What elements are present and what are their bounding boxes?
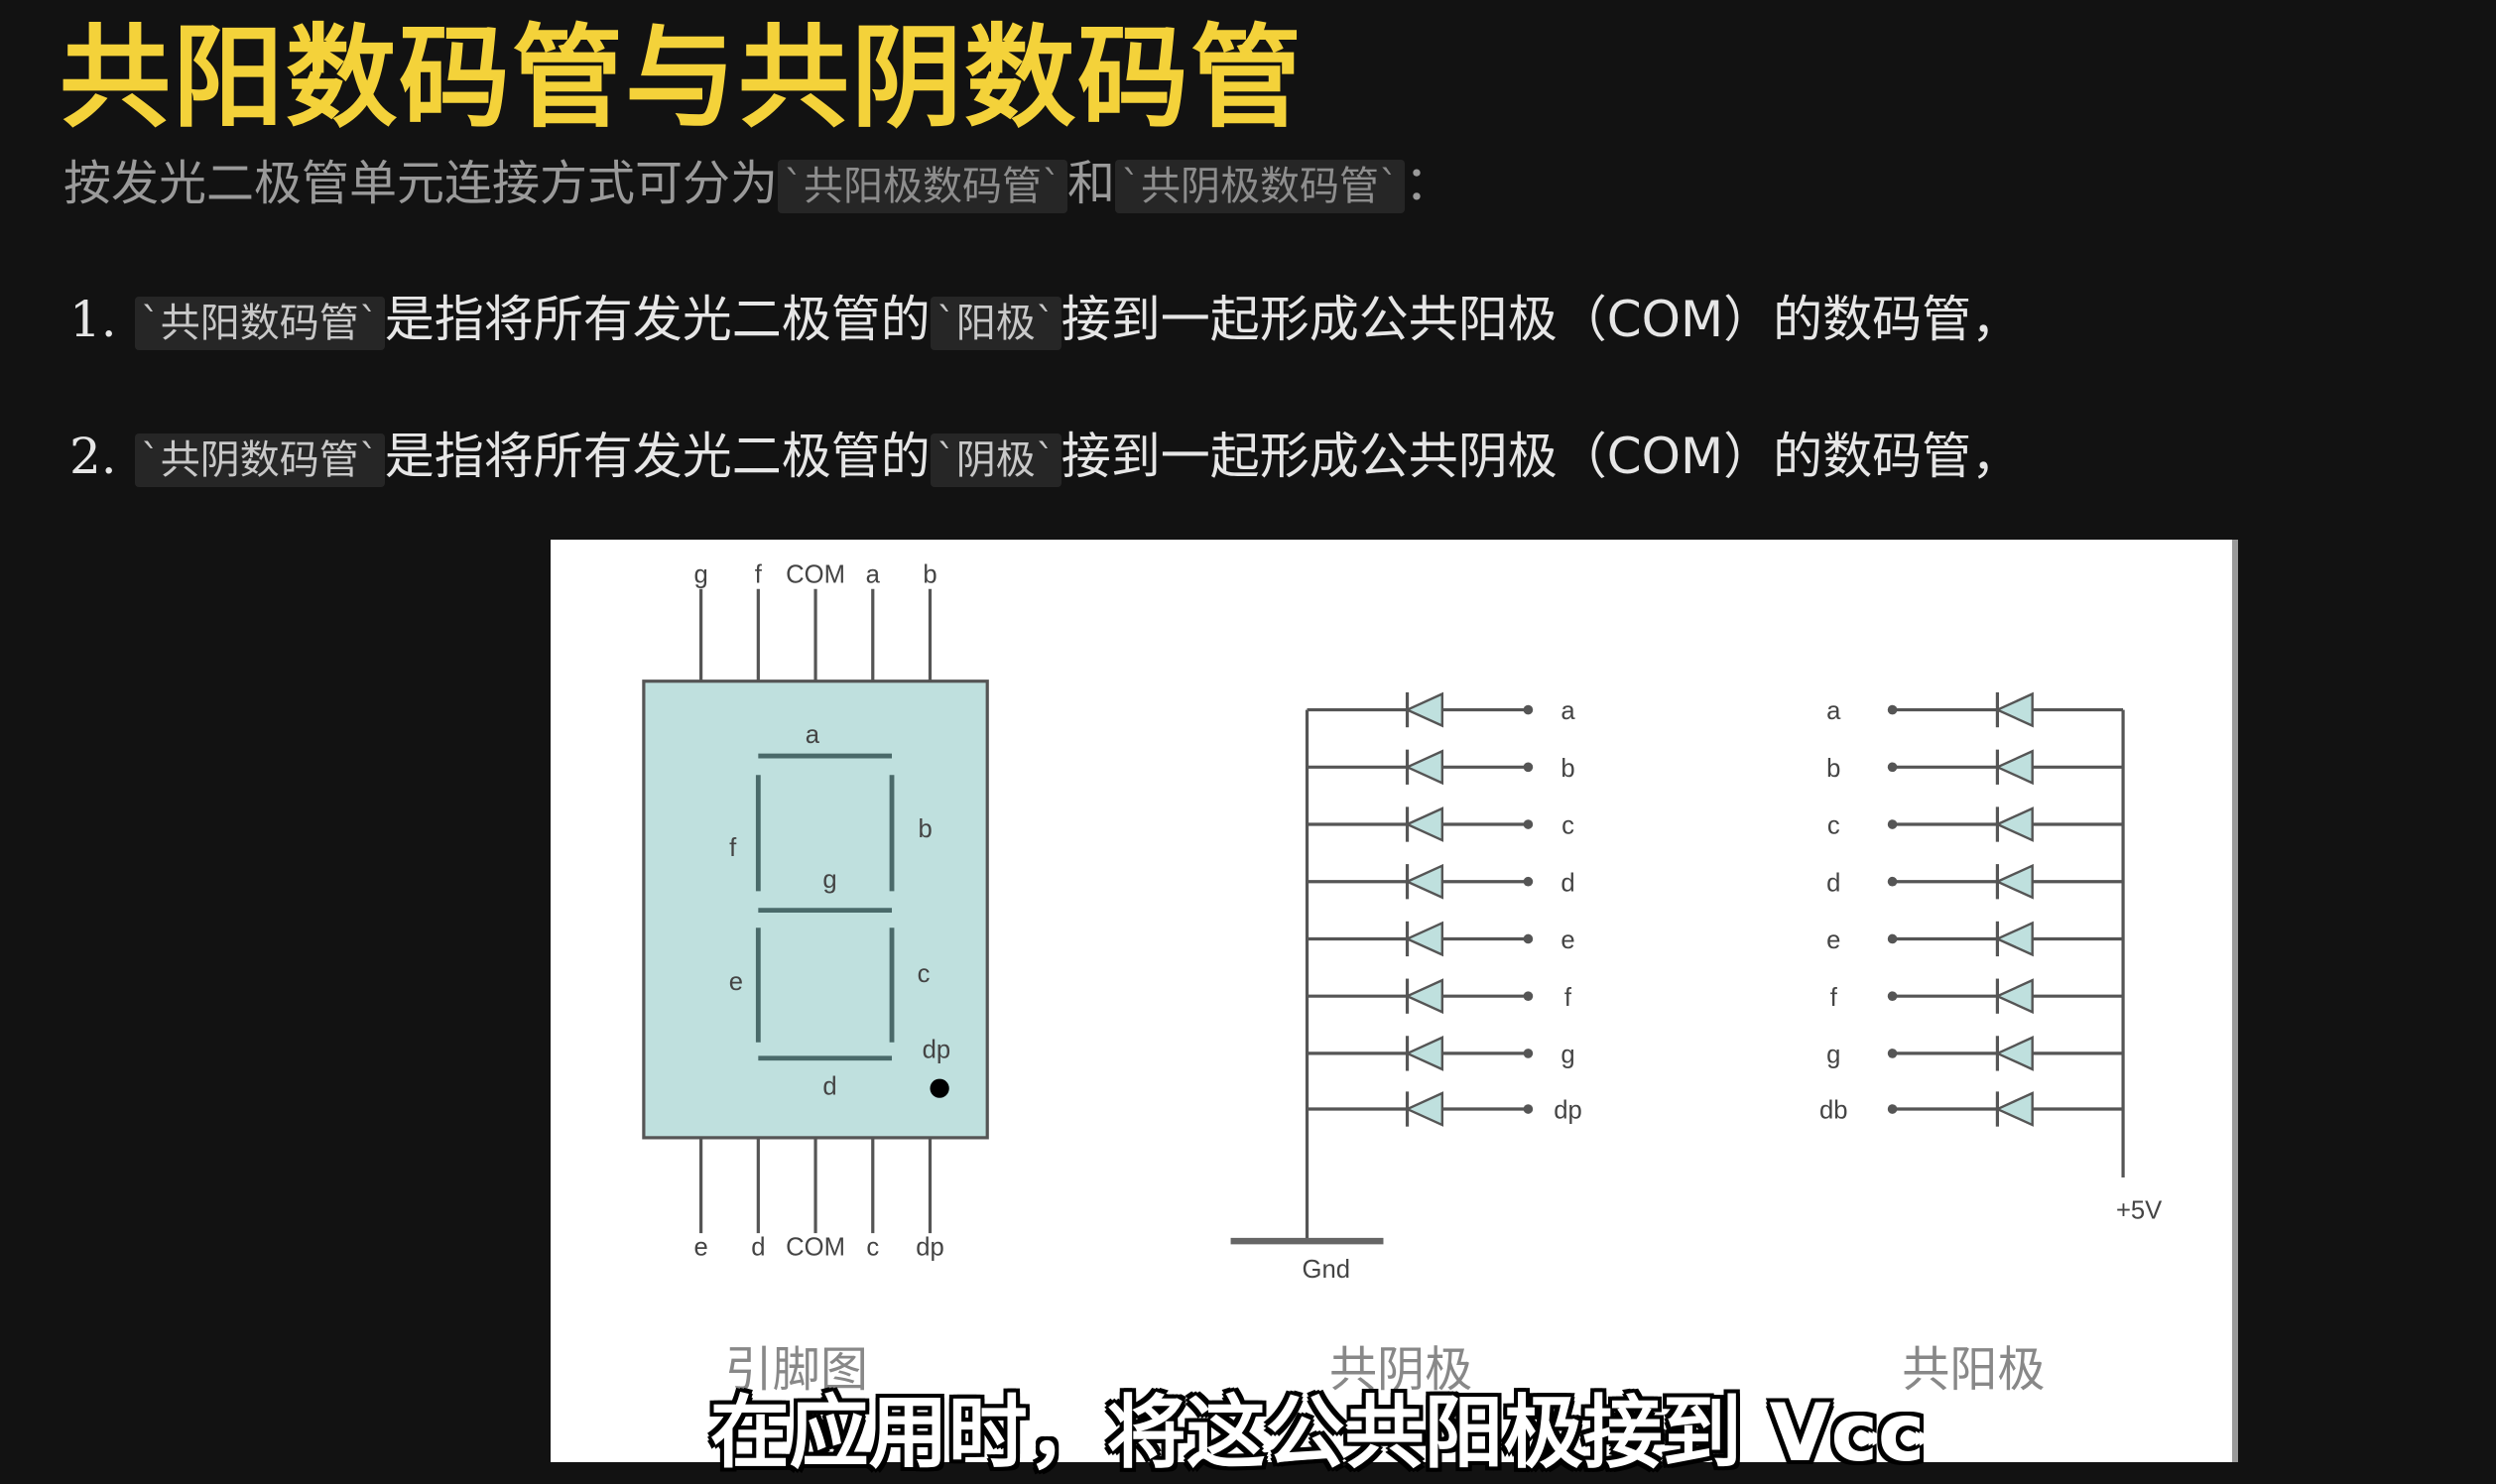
bottom-pin-label: COM [786, 1234, 845, 1262]
video-subtitle: 在应用时，将这公共阳极接到 Vcc [709, 1387, 1926, 1479]
cathode-segment-label: e [1560, 927, 1574, 954]
cathode-segment-label: d [1560, 869, 1574, 897]
caption-cathode: 共阴极 [1329, 1343, 1472, 1397]
segment-label: dp [923, 1037, 951, 1064]
list-number: 1. [69, 291, 117, 348]
intro-and: 和 [1067, 156, 1116, 211]
segment-label: e [729, 968, 743, 996]
segment-label: a [806, 721, 820, 749]
segment-label: d [822, 1073, 836, 1101]
caption-pinout: 引脚图 [725, 1343, 868, 1397]
segment-label: f [729, 834, 737, 862]
top-pin-label: COM [786, 560, 845, 588]
top-pin-label: a [866, 560, 881, 588]
inline-code: `阳极` [930, 297, 1061, 350]
diode-icon [1404, 863, 1444, 900]
list-text: 接到一起形成公共阴极（COM）的数码管， [1061, 428, 2022, 485]
diode-icon [1994, 1036, 2034, 1071]
cathode-segment-label: a [1560, 697, 1575, 725]
anode-segment-label: db [1819, 1097, 1848, 1125]
diode-icon [1994, 749, 2034, 786]
top-pin-label: g [693, 560, 707, 588]
anode-segment-label: g [1826, 1042, 1840, 1069]
top-pin-label: f [755, 560, 763, 588]
segment-dp [930, 1078, 949, 1098]
inline-code: `阴极` [930, 433, 1061, 487]
gnd-label: Gnd [1303, 1256, 1350, 1284]
cathode-segment-label: g [1560, 1042, 1574, 1069]
diode-icon [1404, 749, 1444, 786]
diode-icon [1994, 1091, 2034, 1127]
diode-icon [1994, 691, 2034, 728]
anode-segment-label: f [1830, 984, 1838, 1012]
diode-icon [1404, 921, 1444, 957]
diode-icon [1404, 806, 1444, 842]
cathode-segment-label: c [1561, 812, 1574, 840]
top-pin-label: b [923, 560, 936, 588]
diode-icon [1994, 806, 2034, 842]
bottom-pin-label: d [751, 1234, 765, 1262]
intro-text: 按发光二极管单元连接方式可分为`共阳极数码管`和`共阴极数码管`： [63, 144, 1452, 213]
diode-icon [1404, 691, 1444, 728]
list-text: 是指将所有发光二极管的 [384, 428, 931, 485]
segment-label: b [919, 815, 933, 843]
list-item: 1. `共阳数码管`是指将所有发光二极管的`阳极`接到一起形成公共阳极（COM）的… [69, 280, 2021, 351]
caption-anode: 共阳极 [1902, 1343, 2045, 1397]
bottom-pin-label: c [866, 1234, 879, 1262]
cathode-segment-label: f [1564, 984, 1572, 1012]
common-anode-circuit: +5V a b c d e f g db [1819, 691, 2162, 1225]
segment-label: c [918, 960, 931, 988]
diode-icon [1994, 921, 2034, 957]
diode-icon [1404, 1036, 1444, 1071]
anode-segment-label: e [1826, 927, 1840, 954]
list-text: 是指将所有发光二极管的 [384, 291, 931, 348]
diode-icon [1404, 978, 1444, 1015]
list-text: 接到一起形成公共阳极（COM）的数码管， [1061, 291, 2022, 348]
cathode-segment-label: dp [1554, 1097, 1582, 1125]
common-cathode-circuit: Gnd a b c d e f g dp [1230, 691, 1582, 1284]
anode-segment-label: d [1826, 869, 1840, 897]
list-item: 2. `共阴数码管`是指将所有发光二极管的`阴极`接到一起形成公共阴极（COM）的… [69, 417, 2021, 488]
page-title: 共阳数码管与共阴数码管 [60, 14, 1304, 143]
anode-segment-label: a [1826, 697, 1841, 725]
diode-icon [1994, 978, 2034, 1015]
intro-lead: 按发光二极管单元连接方式可分为 [63, 156, 779, 211]
cathode-segment-label: b [1560, 755, 1574, 783]
list-number: 2. [69, 428, 117, 485]
diode-icon [1994, 863, 2034, 900]
bottom-pin-label: dp [916, 1234, 944, 1262]
inline-code: `共阳极数码管` [778, 160, 1068, 213]
bottom-pin-label: e [693, 1234, 707, 1262]
segment-label: g [822, 866, 836, 894]
inline-code: `共阴数码管` [134, 433, 385, 487]
vcc-label: +5V [2116, 1197, 2162, 1225]
intro-end: ： [1405, 156, 1453, 211]
anode-segment-label: c [1827, 812, 1840, 840]
segments [755, 753, 895, 1061]
inline-code: `共阳数码管` [134, 297, 385, 350]
inline-code: `共阴极数码管` [1115, 160, 1406, 213]
diode-icon [1404, 1091, 1444, 1127]
anode-segment-label: b [1826, 755, 1840, 783]
